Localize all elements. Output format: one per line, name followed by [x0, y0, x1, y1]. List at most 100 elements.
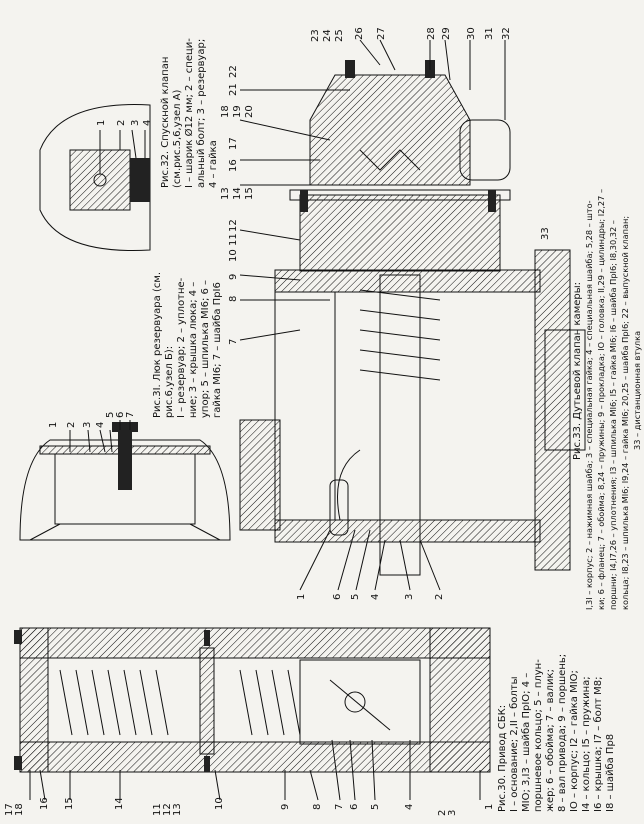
fig31-seal	[29, 523, 221, 541]
fig30-base	[429, 627, 491, 773]
fig33-label: 20	[244, 105, 255, 118]
fig32-caption: Рис.32. Спускной клапан (см.рис.5,6,узел…	[160, 38, 219, 188]
fig30-flange-bolt-bottom	[204, 756, 210, 772]
fig33-rod	[379, 274, 421, 576]
fig33-exhaust-valve	[309, 74, 471, 186]
fig32-caption-line: I – шарик Ø12 мм; 2 – специ-	[183, 38, 195, 188]
fig33-label: 31	[484, 27, 495, 40]
fig33-bolt-right	[488, 190, 496, 212]
fig31-caption-line: Рис.3I. Люк резервуара (см.	[152, 272, 163, 418]
fig32-caption-line: альный болт; 3 – резервуар;	[196, 39, 207, 188]
fig30-plunger	[329, 679, 391, 731]
fig30-label: 3	[447, 810, 458, 816]
fig30-label: 4	[404, 804, 415, 810]
fig32-nut	[130, 158, 150, 202]
fig33-outlet	[544, 329, 586, 451]
fig32-caption-line: 4 – гайка	[208, 140, 219, 188]
fig33-label: 2	[434, 594, 445, 600]
fig30-label: 11	[152, 803, 163, 816]
fig33-label: 6	[332, 594, 343, 600]
fig33-pipe-end	[329, 479, 349, 536]
fig33-bell	[274, 291, 336, 521]
fig33-label: 19	[232, 105, 243, 118]
fig33-label: 11	[228, 233, 239, 246]
fig30-label: 6	[349, 804, 360, 810]
fig33-label: 5	[350, 594, 361, 600]
fig33-label: 28	[426, 27, 437, 40]
fig33-cylinder-head	[299, 194, 501, 272]
fig30-piston	[299, 659, 421, 745]
fig30-drawing	[14, 627, 491, 801]
fig30-caption-line: Рис.30. Привод СБК:	[497, 705, 508, 812]
fig30-label: 18	[14, 803, 25, 816]
fig33-label: 15	[244, 187, 255, 200]
fig33-cylinder-cap	[289, 189, 511, 201]
fig33-label: 32	[501, 27, 512, 40]
fig31-tank-outline	[19, 439, 231, 541]
fig32-caption-line: (см.рис.5,6,узел А)	[172, 89, 183, 188]
fig31-label: 5	[105, 412, 116, 418]
fig33-leaders-bottom	[299, 529, 441, 591]
fig30-label: 8	[312, 804, 323, 810]
fig33-caption-line: кольца; I8,23 – шпилька МІ6; I9,24 – гай…	[620, 216, 630, 610]
fig30-flange	[199, 647, 215, 755]
fig30-spring	[59, 669, 301, 736]
fig30-bolt-top	[14, 630, 22, 644]
fig33-labels: 1 2 3 4 5 6 7 8 9 10 11 12 13 14 15 16 1…	[220, 27, 551, 600]
fig30-label: 5	[370, 804, 381, 810]
fig33-label: 10	[228, 249, 239, 262]
fig30-caption-line: IO – корпус; I2 – гайка МІО;	[569, 670, 580, 812]
fig30-label: 14	[114, 797, 125, 810]
fig30-label: 12	[162, 803, 173, 816]
fig33-label: 14	[232, 187, 243, 200]
fig30-valve-shaft	[344, 691, 366, 713]
fig32-label: 1	[96, 120, 107, 126]
fig33-label: 27	[376, 27, 387, 40]
fig33-caption: Рис.33. Дутьевой клапан камеры: I,3I – к…	[572, 189, 642, 610]
fig33-label: 12	[228, 219, 239, 232]
fig33-drawing	[239, 39, 586, 591]
fig33-label: 7	[228, 339, 239, 345]
fig31-caption-line: I – резервуар; 2 – уплотне-	[176, 277, 187, 418]
fig31-caption-line: гайка МІ6; 7 – шайба ПрІ6	[212, 282, 223, 418]
fig33-caption-line: ки; 6 – фланец; 7 – обойма; 8,24 – пружи…	[596, 189, 606, 610]
fig30-bolt-bottom	[14, 756, 22, 770]
fig30-body-bottom-wall	[19, 741, 491, 773]
fig33-label: 29	[441, 27, 452, 40]
fig32-leaders	[99, 129, 146, 174]
fig30-caption-line: I4 – кольцо; I5 – пружина;	[581, 676, 592, 812]
fig33-label: 3	[404, 594, 415, 600]
fig33-flange	[534, 249, 571, 571]
fig30-body-top-wall	[19, 627, 491, 659]
fig30-caption-line: МІО; 3,I3 – шайба ПрІО; 4 –	[521, 673, 532, 812]
fig30-caption: Рис.30. Привод СБК: I – основание; 2,II …	[497, 654, 616, 812]
fig31-label: 1	[48, 422, 59, 428]
fig33-label: 13	[220, 187, 231, 200]
fig30-flange-bolt-top	[204, 630, 210, 646]
fig33-caption-line: поршни; I4,I7,26 – уплотнения; I3 – шпил…	[608, 220, 618, 610]
fig33-label: 1	[296, 594, 307, 600]
fig33-caption-line: I,3I – корпус; 2 – нажимная шайба; 3 – с…	[584, 200, 594, 610]
fig31-caption-line: упор; 5 – шпилька МІ6; 6 –	[200, 280, 211, 418]
fig33-label: 17	[228, 137, 239, 150]
fig32-label: 3	[130, 120, 141, 126]
fig32-tank-wall	[39, 104, 151, 251]
fig33-label: 25	[334, 29, 345, 42]
fig33-label: 30	[466, 27, 477, 40]
fig33-label: 21	[228, 83, 239, 96]
fig30-caption-line: I8 – шайба Пр8	[605, 734, 616, 812]
fig31-drawing	[19, 420, 231, 541]
fig33-caption-line: Рис.33. Дутьевой клапан камеры:	[572, 282, 583, 460]
fig31-label: 7	[125, 412, 136, 418]
fig32-label: 2	[116, 120, 127, 126]
fig30-label: 16	[39, 797, 50, 810]
fig33-label: 22	[228, 65, 239, 78]
fig33-label: 16	[228, 159, 239, 172]
fig30-caption-line: поршневое кольцо; 5 – плун-	[533, 659, 544, 812]
fig33-label: 26	[354, 27, 365, 40]
fig30-label: 13	[172, 803, 183, 816]
fig33-leaders-top	[359, 39, 506, 120]
fig30-label: 17	[4, 803, 15, 816]
fig30-label: 2	[437, 810, 448, 816]
